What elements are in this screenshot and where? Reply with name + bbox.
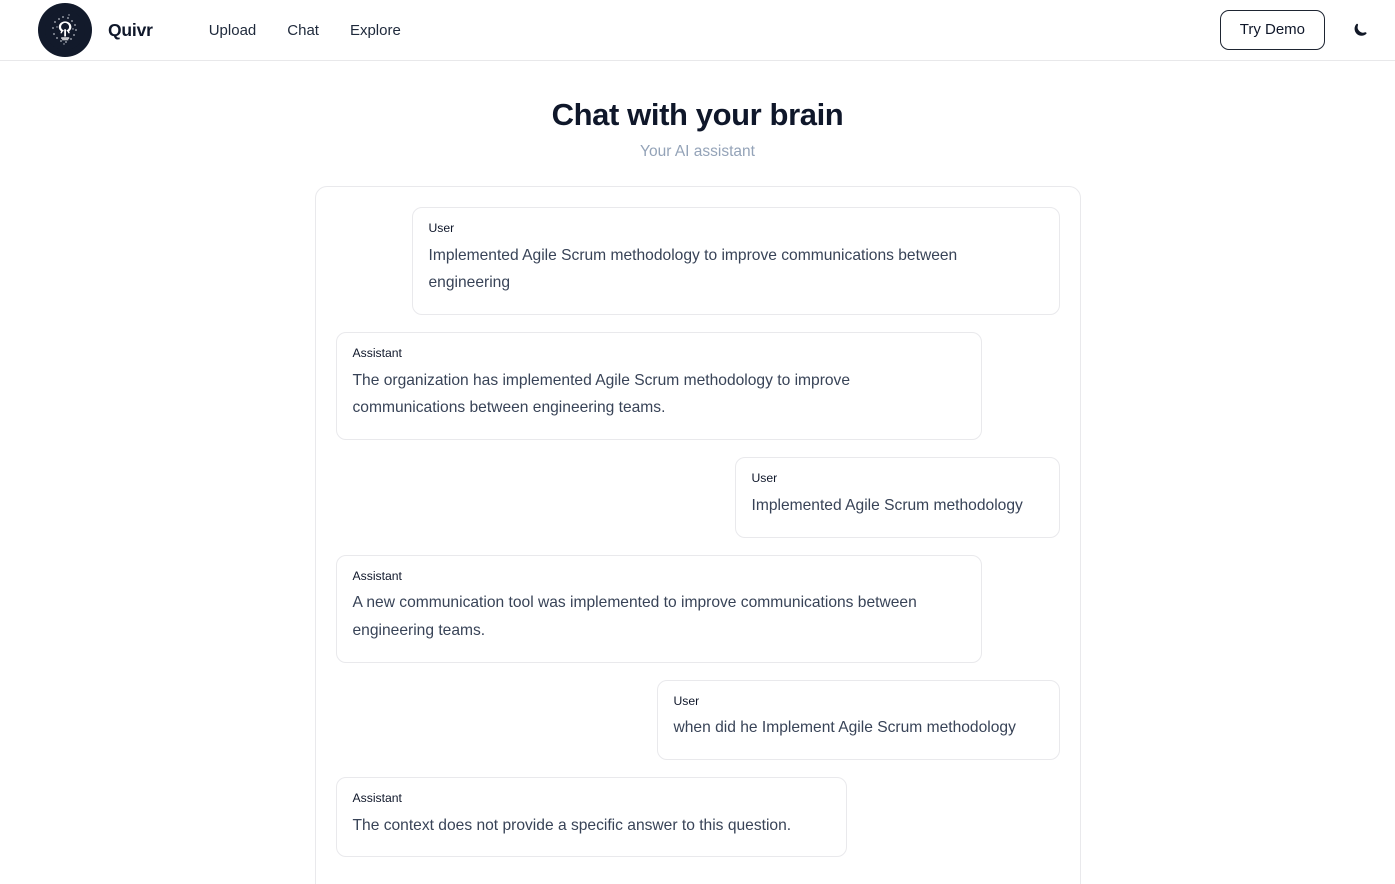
chat-message-list[interactable]: User Implemented Agile Scrum methodology… bbox=[314, 185, 1081, 884]
page-header: Chat with your brain Your AI assistant bbox=[0, 61, 1395, 162]
message-bubble[interactable]: User Implemented Agile Scrum methodology bbox=[734, 457, 1060, 538]
message-bubble[interactable]: Assistant A new communication tool was i… bbox=[335, 554, 982, 663]
message-bubble[interactable]: User Implemented Agile Scrum methodology… bbox=[411, 206, 1060, 316]
message-bubble[interactable]: Assistant The context does not provide a… bbox=[335, 777, 847, 858]
message-role-label: User bbox=[673, 693, 700, 708]
moon-icon bbox=[1354, 23, 1367, 36]
chat-message-assistant: Assistant The organization has implement… bbox=[335, 332, 1060, 441]
message-role-label: Assistant bbox=[352, 791, 402, 806]
nav-link-chat[interactable]: Chat bbox=[287, 21, 319, 39]
brand[interactable]: Quivr bbox=[38, 3, 153, 57]
chat-message-user: User when did he Implement Agile Scrum m… bbox=[336, 679, 1060, 761]
chat-message-user: User Implemented Agile Scrum methodology bbox=[336, 457, 1060, 538]
message-role-label: User bbox=[428, 220, 455, 235]
primary-nav: Upload Chat Explore bbox=[209, 23, 401, 38]
nav-link-explore[interactable]: Explore bbox=[349, 21, 401, 39]
chat-message-user: User Implemented Agile Scrum methodology… bbox=[336, 206, 1060, 316]
message-text: Implemented Agile Scrum methodology to i… bbox=[428, 246, 958, 292]
message-text: The organization has implemented Agile S… bbox=[352, 371, 851, 417]
page-subtitle: Your AI assistant bbox=[640, 142, 755, 160]
message-role-label: Assistant bbox=[352, 346, 402, 361]
chat-message-assistant: Assistant A new communication tool was i… bbox=[335, 554, 1060, 663]
theme-toggle-button[interactable] bbox=[1347, 17, 1373, 43]
message-text: Implemented Agile Scrum methodology bbox=[751, 496, 1023, 514]
page-title: Chat with your brain bbox=[551, 97, 844, 132]
header-actions: Try Demo bbox=[1219, 10, 1373, 50]
nav-link-upload[interactable]: Upload bbox=[208, 21, 257, 39]
message-text: The context does not provide a specific … bbox=[352, 816, 792, 834]
message-text: A new communication tool was implemented… bbox=[352, 594, 917, 639]
message-role-label: Assistant bbox=[352, 568, 402, 583]
message-text: when did he Implement Agile Scrum method… bbox=[673, 719, 1016, 737]
brand-name: Quivr bbox=[108, 19, 153, 40]
app-header: Quivr Upload Chat Explore Try Demo bbox=[0, 0, 1395, 61]
try-demo-button[interactable]: Try Demo bbox=[1219, 10, 1325, 50]
message-role-label: User bbox=[751, 471, 778, 486]
chat-area: User Implemented Agile Scrum methodology… bbox=[0, 185, 1395, 884]
message-bubble[interactable]: User when did he Implement Agile Scrum m… bbox=[656, 679, 1060, 761]
tree-logo-icon bbox=[38, 3, 92, 57]
message-bubble[interactable]: Assistant The organization has implement… bbox=[335, 332, 982, 441]
chat-message-assistant: Assistant The context does not provide a… bbox=[335, 777, 1060, 858]
